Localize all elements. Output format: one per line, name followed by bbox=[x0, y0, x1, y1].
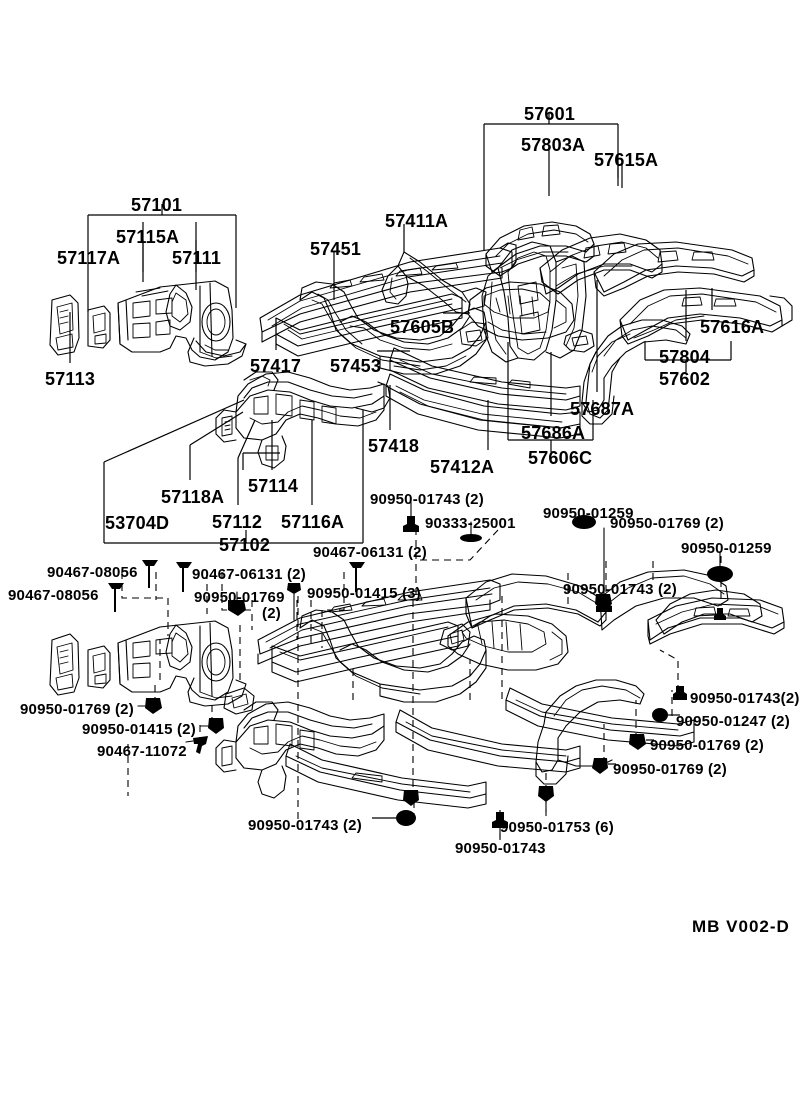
grommet-icon bbox=[629, 734, 654, 750]
part-label-p57411A: 57411A bbox=[385, 211, 449, 231]
grommet-icon bbox=[199, 718, 224, 734]
part-label-p57114: 57114 bbox=[248, 476, 299, 496]
washer-icon bbox=[460, 521, 482, 542]
part-label-p57615A: 57615A bbox=[594, 150, 659, 170]
fastener-label-f18: 90950-01247 (2) bbox=[676, 713, 790, 730]
fastener-label-f22: 90950-01743 (2) bbox=[248, 817, 362, 834]
fastener-label-f11: 90950-01769 bbox=[194, 589, 285, 606]
fastener-label-f8: 90467-08056 bbox=[47, 564, 138, 581]
grommet-icon bbox=[707, 551, 733, 582]
nut-icon bbox=[652, 708, 680, 722]
fastener-label-f4: 90950-01259 bbox=[543, 505, 634, 522]
fastener-label-f7: 90950-01743 (2) bbox=[563, 581, 677, 598]
part-label-p57117A: 57117A bbox=[57, 248, 121, 268]
part-label-p57602: 57602 bbox=[659, 369, 711, 389]
lower-assembly bbox=[49, 569, 785, 809]
part-label-p57451: 57451 bbox=[310, 239, 362, 259]
fastener-label-f17: 90950-01743(2) bbox=[690, 690, 800, 707]
fastener-label-f20: 90950-01769 (2) bbox=[613, 761, 727, 778]
front-side-member-upper bbox=[49, 280, 247, 367]
part-label-p57605B: 57605B bbox=[390, 317, 455, 337]
fastener-label-f21: 90950-01753 (6) bbox=[500, 819, 614, 836]
part-label-p57112: 57112 bbox=[212, 512, 263, 532]
rail-57412A bbox=[385, 373, 581, 439]
part-label-p57616A: 57616A bbox=[700, 317, 765, 337]
bolt-icon bbox=[492, 812, 508, 839]
fastener-label-f19: 90950-01769 (2) bbox=[650, 737, 764, 754]
assembly-dashed-lines bbox=[121, 528, 722, 840]
fastener-label-f10: 90467-06131 (2) bbox=[192, 566, 306, 583]
fastener-label-f15: 90950-01415 (2) bbox=[82, 721, 196, 738]
part-label-p57606C: 57606C bbox=[528, 448, 593, 468]
grommet-icon bbox=[228, 591, 246, 616]
bolt-icon bbox=[714, 608, 726, 620]
grommet-icon bbox=[287, 583, 301, 621]
grommet-icon bbox=[592, 758, 616, 774]
rail-57411A bbox=[381, 251, 487, 315]
part-label-p57116A: 57116A bbox=[281, 512, 345, 532]
grommet-icon bbox=[403, 790, 419, 806]
fastener-label-f14: 90950-01769 (2) bbox=[20, 701, 134, 718]
bolt-icon bbox=[673, 686, 687, 700]
grommet-icon bbox=[538, 786, 554, 813]
clip-icon bbox=[349, 562, 365, 592]
rear-side-member-upper bbox=[215, 371, 391, 469]
part-label-p57115A: 57115A bbox=[116, 227, 180, 247]
clip-icon bbox=[108, 583, 124, 612]
part-label-p57118A: 57118A bbox=[161, 487, 225, 507]
fastener-icons bbox=[108, 501, 733, 839]
panel-57606C bbox=[459, 241, 587, 363]
part-label-p53704D: 53704D bbox=[105, 513, 170, 533]
grommet-icon bbox=[572, 509, 596, 529]
fastener-label-f1: 90950-01743 (2) bbox=[370, 491, 484, 508]
fastener-label-f23: 90950-01743 bbox=[455, 840, 546, 857]
part-label-p57453: 57453 bbox=[330, 356, 382, 376]
fastener-label-f16: 90467-11072 bbox=[97, 743, 187, 760]
fastener-label-f9: 90467-08056 bbox=[8, 587, 99, 604]
clip-icon bbox=[185, 736, 208, 754]
bolt-icon bbox=[596, 596, 612, 612]
rail-57616A bbox=[619, 287, 793, 345]
rail-57615A bbox=[539, 233, 663, 295]
rail-57602-lower bbox=[581, 319, 691, 425]
fastener-label-f6: 90950-01259 bbox=[681, 540, 772, 557]
part-label-p57417: 57417 bbox=[250, 356, 302, 376]
bolt-icon bbox=[372, 810, 416, 826]
part-label-p57113: 57113 bbox=[45, 369, 96, 389]
clip-icon bbox=[142, 560, 158, 588]
fastener-label-f5: 90950-01769 (2) bbox=[610, 515, 724, 532]
drawing-code: MB V002-D bbox=[692, 917, 790, 936]
fastener-label-f3: 90467-06131 (2) bbox=[313, 544, 427, 561]
part-label-p57412A: 57412A bbox=[430, 457, 495, 477]
fastener-label-f13: 90950-01415 (3) bbox=[307, 585, 421, 602]
clip-icon bbox=[176, 562, 192, 592]
part-label-p57418: 57418 bbox=[368, 436, 420, 456]
bolt-icon bbox=[403, 501, 419, 532]
part-label-p57111: 57111 bbox=[172, 248, 222, 268]
part-label-p57804: 57804 bbox=[659, 347, 711, 367]
rail-57418 bbox=[389, 347, 581, 411]
part-label-p57601: 57601 bbox=[524, 104, 576, 124]
fastener-label-f12: (2) bbox=[262, 605, 281, 622]
part-label-p57101: 57101 bbox=[131, 195, 183, 215]
grommet-icon bbox=[137, 698, 162, 714]
fastener-label-f2: 90333-25001 bbox=[425, 515, 516, 532]
part-label-p57687A: 57687A bbox=[570, 399, 635, 419]
rail-57804 bbox=[593, 241, 755, 297]
part-label-p57803A: 57803A bbox=[521, 135, 586, 155]
part-label-p57102: 57102 bbox=[219, 535, 271, 555]
rail-57451-57417 bbox=[259, 242, 517, 357]
part-label-p57686A: 57686A bbox=[521, 423, 586, 443]
